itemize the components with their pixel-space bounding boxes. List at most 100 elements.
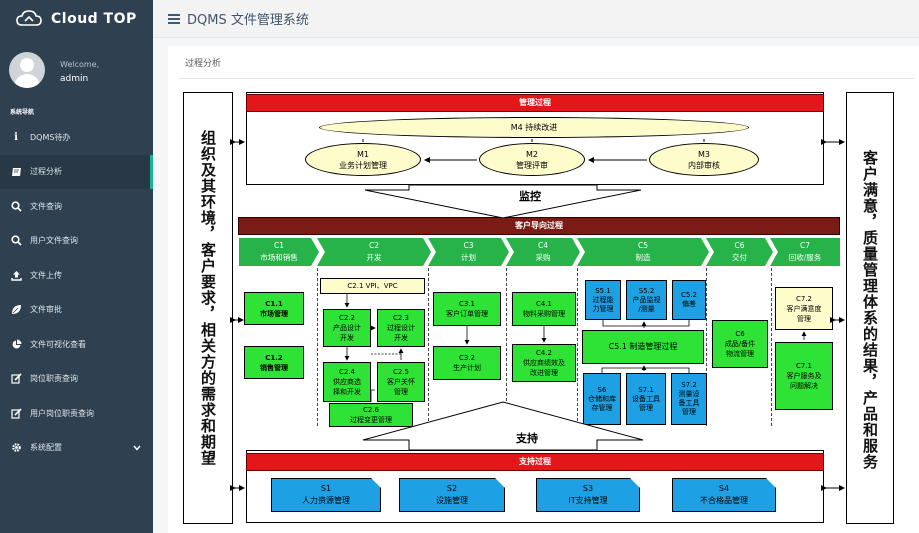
c5-1-manufacturing-management[interactable]: C5.1 制造管理过程 — [582, 330, 704, 364]
sidebar-item-file-visualization[interactable]: 文件可视化查看 — [0, 327, 153, 362]
column-separator — [428, 268, 429, 426]
brand-name: Cloud TOP — [51, 11, 137, 27]
sidebar-item-label: 文件查询 — [30, 201, 62, 211]
sidebar-item-label: 文件上传 — [30, 270, 62, 280]
stage-c1[interactable]: C1 市场和销售 — [239, 238, 319, 266]
chevron-down-icon[interactable] — [133, 444, 141, 453]
diagram-arrows — [230, 139, 845, 491]
column-separator — [771, 268, 772, 426]
book-icon — [10, 166, 22, 178]
sidebar-item-file-approval[interactable]: 文件审批 — [0, 293, 153, 328]
right-output-text: 客户满意，质量管理体系的结果，产品和服务 — [861, 150, 879, 470]
sidebar-item-label: 过程分析 — [30, 167, 62, 177]
monitor-label: 监控 — [519, 190, 541, 203]
sidebar-item-file-upload[interactable]: 文件上传 — [0, 258, 153, 293]
c3-2-production-plan[interactable]: C3.2 生产计划 — [433, 346, 501, 380]
gear-icon — [10, 442, 22, 454]
c2-5-customer-care[interactable]: C2.5 客户关怀 管理 — [377, 362, 425, 402]
support-s4[interactable]: S4 不合格品管理 — [672, 478, 776, 512]
pie-chart-icon — [10, 338, 22, 350]
sidebar-item-label: 用户岗位职责查询 — [30, 408, 94, 418]
edit-icon — [10, 373, 22, 385]
sidebar-item-label: 用户文件查询 — [30, 236, 78, 246]
c1-1-market-management[interactable]: C1.1 市场管理 — [244, 292, 304, 325]
support-s1[interactable]: S1 人力资源管理 — [271, 478, 381, 512]
support-s2[interactable]: S2 设施管理 — [399, 478, 505, 512]
stage-c6[interactable]: C6 交付 — [706, 238, 773, 266]
app-title: DQMS 文件管理系统 — [187, 13, 309, 28]
c1-2-sales-management[interactable]: C1.2 销售管理 — [244, 346, 304, 379]
column-separator — [706, 268, 707, 426]
upload-icon — [10, 269, 22, 281]
s5-2-product-monitoring[interactable]: S5.2 产品监视 /测量 — [626, 280, 667, 320]
sidebar-item-label: 岗位职责查询 — [30, 374, 78, 384]
process-diagram: 组织及其环境，客户要求，相关方的需求和期望 客户满意，质量管理体系的结果，产品和… — [183, 90, 895, 525]
cloud-logo-icon — [16, 10, 42, 26]
stage-c3[interactable]: C3 计划 — [428, 238, 509, 266]
page-title: 过程分析 — [185, 59, 222, 69]
c2-1-vpi-vpc[interactable]: C2.1 VPI、VPC — [320, 278, 425, 294]
sidebar-item-label: 系统配置 — [30, 443, 62, 453]
column-separator — [506, 268, 507, 426]
c2-4-supplier-selection[interactable]: C2.4 供应商选 择和开发 — [323, 362, 371, 402]
column-separator — [317, 268, 318, 426]
c6-logistics-management[interactable]: C6 成品/备件 物流管理 — [712, 320, 768, 368]
management-process-title: 管理过程 — [246, 94, 824, 112]
leaf-icon — [10, 304, 22, 316]
sidebar-item-user-job-duty-query[interactable]: 用户岗位职责查询 — [0, 396, 153, 431]
m2-management-review[interactable]: M2 管理评审 — [479, 143, 585, 176]
customer-process-title: 客户导向过程 — [238, 217, 840, 235]
stage-c2[interactable]: C2 开发 — [317, 238, 431, 266]
sidebar-item-label: DQMS待办 — [30, 132, 71, 142]
edit-icon — [10, 407, 22, 419]
sidebar-item-dqms-todo[interactable]: i DQMS待办 — [0, 120, 153, 155]
column-separator — [577, 268, 578, 426]
c2-3-process-design[interactable]: C2.3 过程设计 开发 — [377, 309, 425, 347]
support-s3[interactable]: S3 IT支持管理 — [536, 478, 640, 512]
sidebar-item-file-query[interactable]: 文件查询 — [0, 189, 153, 224]
m1-business-plan[interactable]: M1 业务计划管理 — [305, 143, 421, 176]
search-icon — [10, 200, 22, 212]
info-icon: i — [14, 131, 18, 143]
stage-c5[interactable]: C5 制造 — [577, 238, 709, 266]
c7-1-customer-service[interactable]: C7.1 客户服务及 问题解决 — [775, 342, 833, 410]
divider — [178, 78, 914, 79]
s6-warehouse-management[interactable]: S6 仓储和库 存管理 — [583, 373, 621, 425]
nav-header: 系统导航 — [10, 109, 35, 116]
menu-toggle-icon[interactable] — [168, 13, 180, 24]
m4-label: M4 持续改进 — [510, 123, 558, 132]
c7-2-customer-satisfaction[interactable]: C7.2 客户满意度 管理 — [775, 287, 833, 330]
sidebar-item-label: 文件可视化查看 — [30, 339, 86, 349]
sidebar-item-process-analysis[interactable]: 过程分析 — [0, 154, 153, 189]
c2-2-product-design[interactable]: C2.2 产品设计 开发 — [323, 309, 371, 347]
output-box — [846, 92, 894, 524]
c5-2-deviation[interactable]: C5.2 偏差 — [672, 280, 706, 320]
c3-1-customer-order[interactable]: C3.1 客户订单管理 — [433, 292, 501, 326]
topbar: DQMS 文件管理系统 — [153, 0, 919, 38]
welcome-text: Welcome, — [60, 60, 100, 69]
m4-continuous-improvement[interactable]: M4 持续改进 — [319, 117, 749, 138]
left-input-text: 组织及其环境，客户要求，相关方的需求和期望 — [199, 130, 217, 466]
s5-1-process-capability[interactable]: S5.1 过程能 力管理 — [585, 280, 621, 320]
stage-c4[interactable]: C4 采购 — [506, 238, 580, 266]
username: admin — [60, 74, 89, 84]
sidebar: Cloud TOP Welcome, admin 系统导航 i DQMS待办 过… — [0, 0, 153, 533]
search-icon — [10, 235, 22, 247]
s7-1-equipment-tooling[interactable]: S7.1 设备工具 管理 — [626, 373, 666, 425]
stage-c7[interactable]: C7 回收/服务 — [770, 238, 840, 266]
m3-internal-audit[interactable]: M3 内部审核 — [649, 143, 759, 176]
c4-2-supplier-performance[interactable]: C4.2 供应商绩效及 改进管理 — [512, 344, 576, 382]
avatar[interactable] — [9, 52, 45, 88]
sidebar-item-system-config[interactable]: 系统配置 — [0, 431, 153, 466]
support-label: 支持 — [516, 432, 538, 445]
support-process-title: 支持过程 — [246, 453, 824, 471]
input-box — [183, 92, 233, 524]
brand[interactable]: Cloud TOP — [0, 0, 153, 38]
c2-6-process-change[interactable]: C2.6 过程变更管理 — [329, 403, 413, 427]
c4-1-material-purchase[interactable]: C4.1 物料采购管理 — [512, 292, 576, 326]
sidebar-item-job-duty-query[interactable]: 岗位职责查询 — [0, 362, 153, 397]
user-profile: Welcome, admin — [0, 38, 153, 106]
sidebar-item-user-file-query[interactable]: 用户文件查询 — [0, 224, 153, 259]
sidebar-item-label: 文件审批 — [30, 305, 62, 315]
s7-2-measurement-equipment[interactable]: S7.2 测量设 备工具 管理 — [671, 373, 707, 425]
